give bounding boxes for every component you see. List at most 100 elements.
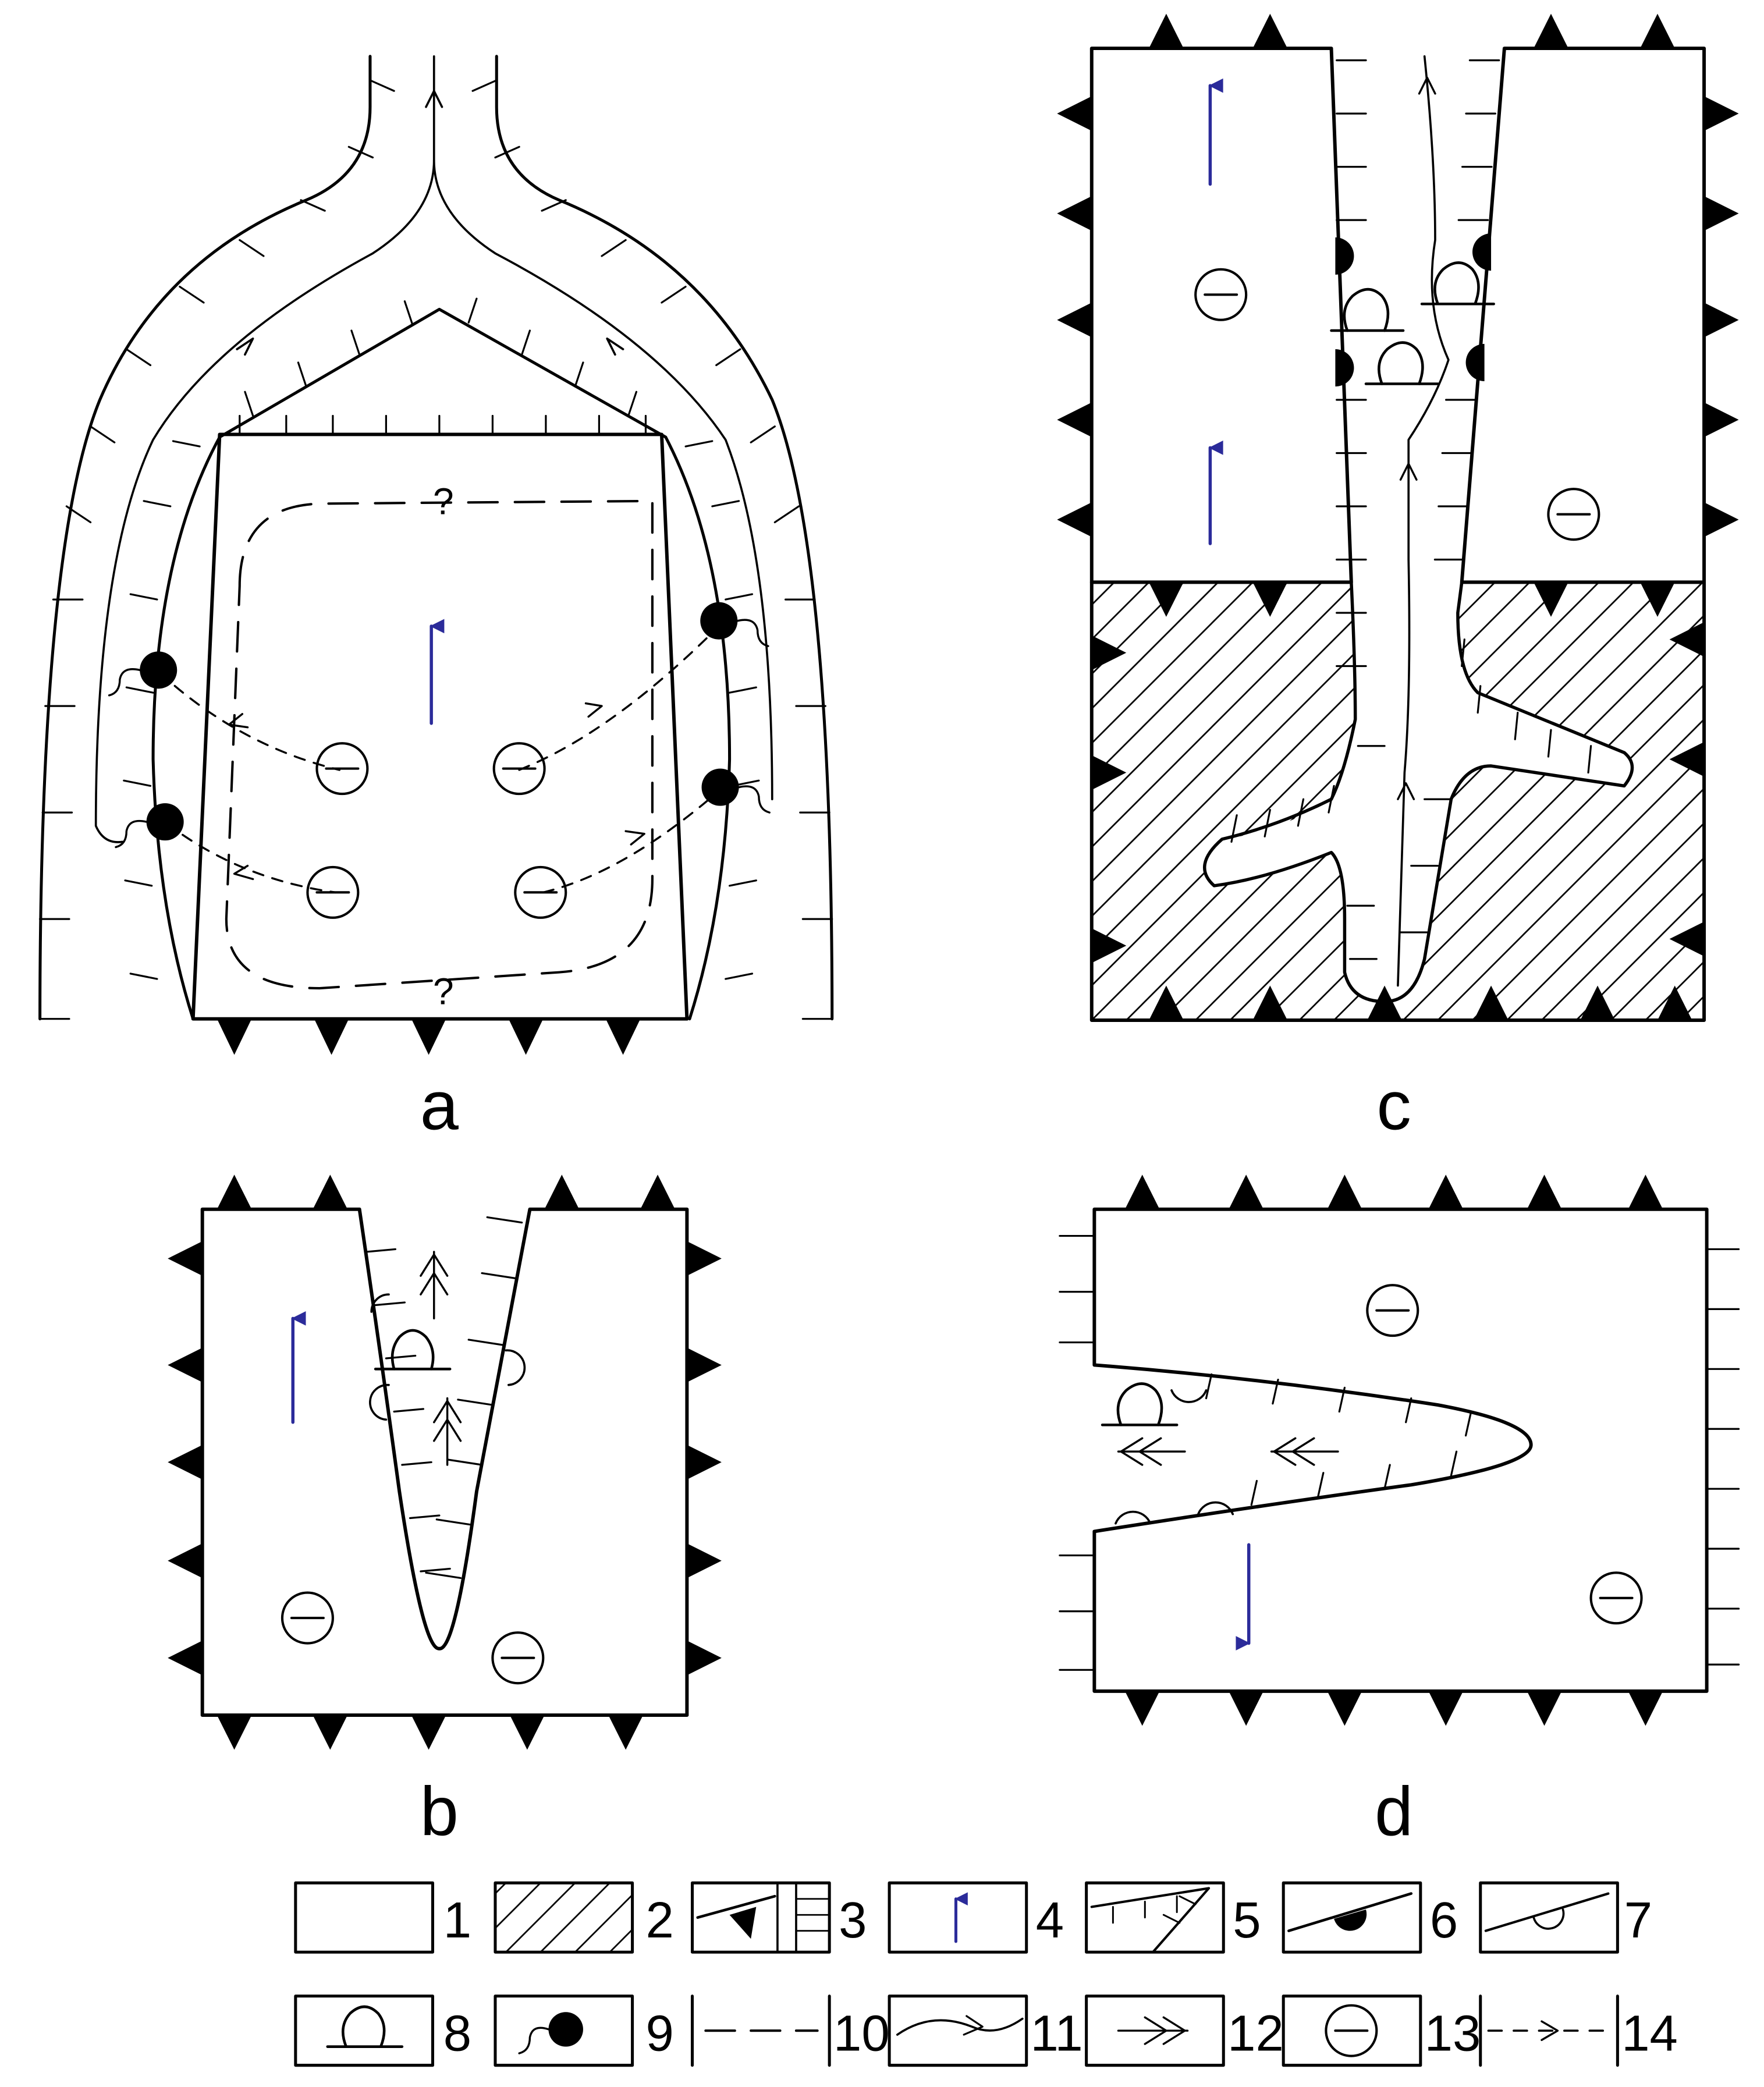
legend-box-8 — [294, 1994, 434, 2067]
thrust-tooth — [1124, 1691, 1160, 1726]
omega-symbol — [1420, 261, 1495, 306]
boundary-tick — [129, 972, 158, 980]
boundary-tick — [125, 348, 152, 367]
outer-boundary — [38, 55, 372, 1021]
thrust-tooth — [544, 1174, 580, 1209]
boundary-tick — [1205, 1373, 1213, 1400]
boundary-tick — [627, 391, 638, 417]
boundary-tick — [1272, 1379, 1279, 1405]
boundary-tick — [1230, 814, 1238, 843]
question-mark: ? — [433, 481, 454, 523]
flow-arrowhead — [1397, 782, 1415, 800]
boundary-tick — [467, 1339, 505, 1346]
dashed-path — [518, 625, 720, 771]
thrust-tooth — [1229, 1174, 1263, 1209]
omega-symbol — [1330, 288, 1405, 332]
thrust-tooth — [1367, 985, 1402, 1020]
a-ticks — [39, 79, 833, 1020]
incision-c — [1203, 580, 1634, 1003]
thrust-tooth — [1428, 1691, 1464, 1726]
legend-number-8: 8 — [443, 2006, 471, 2062]
filled-half-disc — [1335, 237, 1354, 275]
boundary-tick — [1476, 685, 1482, 714]
legend-box-13 — [1282, 1994, 1422, 2067]
boundary-tick — [684, 440, 714, 448]
thrust-tooth — [1704, 402, 1739, 438]
thrust-tooth — [313, 1715, 348, 1750]
dashed-path — [158, 672, 341, 771]
thrust-tooth — [1704, 502, 1739, 537]
panel-a — [38, 55, 834, 1055]
block-d — [1092, 1207, 1709, 1693]
barred-circle — [1589, 1571, 1643, 1625]
thrust-tooth — [1091, 928, 1127, 963]
boundary-tick — [715, 348, 741, 367]
boundary-tick — [244, 391, 254, 417]
boundary-tick — [711, 500, 740, 507]
omega-symbol — [1364, 341, 1439, 385]
boundary-tick — [1383, 1464, 1391, 1490]
legend-box-4 — [888, 1881, 1028, 1954]
boundary-tick — [446, 1458, 483, 1466]
open-half-disc — [1170, 1389, 1208, 1403]
boundary-tick — [1317, 1472, 1325, 1498]
open-half-disc — [369, 1383, 390, 1421]
dash-arrow — [624, 830, 645, 846]
thrust-tooth — [640, 1174, 675, 1209]
panel-d — [1059, 1174, 1740, 1726]
thrust-teeth-b — [168, 1174, 722, 1750]
boundary-tick — [1297, 798, 1305, 827]
dash-arrow — [584, 702, 603, 718]
inner-flank-left — [151, 435, 221, 1021]
outer-boundary — [495, 55, 834, 1021]
inner-flank-right — [664, 435, 732, 1021]
thrust-tooth — [1327, 1174, 1362, 1209]
thrust-tooth — [411, 1715, 446, 1750]
boundary-tick — [401, 1461, 432, 1466]
legend — [294, 1881, 1619, 2067]
legend-box-1 — [294, 1881, 434, 1954]
thrust-tooth — [1704, 302, 1739, 338]
boundary-tick — [435, 1518, 473, 1526]
thrust-tooth — [1474, 985, 1509, 1020]
boundary-tick — [661, 285, 687, 304]
double-chevron — [420, 1251, 449, 1320]
legend-box-12 — [1085, 1994, 1225, 2067]
thrust-teeth-d — [1124, 1174, 1663, 1726]
boundary-tick — [1514, 711, 1519, 740]
boundary-tick — [1464, 1410, 1472, 1437]
boundary-tick — [369, 79, 395, 92]
boundary-tick — [725, 972, 754, 980]
barred-circle — [492, 742, 546, 796]
panel-b — [168, 1174, 722, 1750]
thrust-tooth — [1149, 582, 1184, 617]
panel-label-d: d — [1375, 1773, 1413, 1850]
thrust-tooth — [1640, 13, 1675, 49]
thrust-tooth — [216, 1018, 252, 1055]
open-half-disc — [370, 1293, 390, 1313]
flow-line-c — [1397, 55, 1450, 987]
filled-half-disc — [1472, 233, 1492, 271]
hook — [108, 668, 141, 697]
boundary-tick — [457, 1399, 494, 1406]
boundary-tick — [541, 199, 567, 212]
thrust-tooth — [508, 1018, 544, 1055]
open-half-disc — [505, 1349, 526, 1386]
block-a — [191, 432, 689, 1021]
boundary-tick — [1250, 1479, 1258, 1506]
thrust-tooth — [1527, 1174, 1562, 1209]
thrust-tooth — [314, 1018, 349, 1055]
legend-number-11: 11 — [1031, 2006, 1083, 2062]
boundary-tick — [1547, 729, 1552, 758]
thrust-tooth — [168, 1640, 203, 1676]
legend-number-12: 12 — [1227, 2006, 1284, 2062]
legend-number-5: 5 — [1233, 1892, 1261, 1948]
boundary-tick — [300, 199, 326, 212]
thrust-tooth — [1252, 582, 1288, 617]
boundary-tick — [486, 1216, 523, 1224]
hooked-dot — [140, 651, 178, 689]
legend-box-9 — [494, 1994, 634, 2067]
thrust-tooth — [687, 1241, 722, 1276]
boundary-tick — [365, 1248, 397, 1253]
